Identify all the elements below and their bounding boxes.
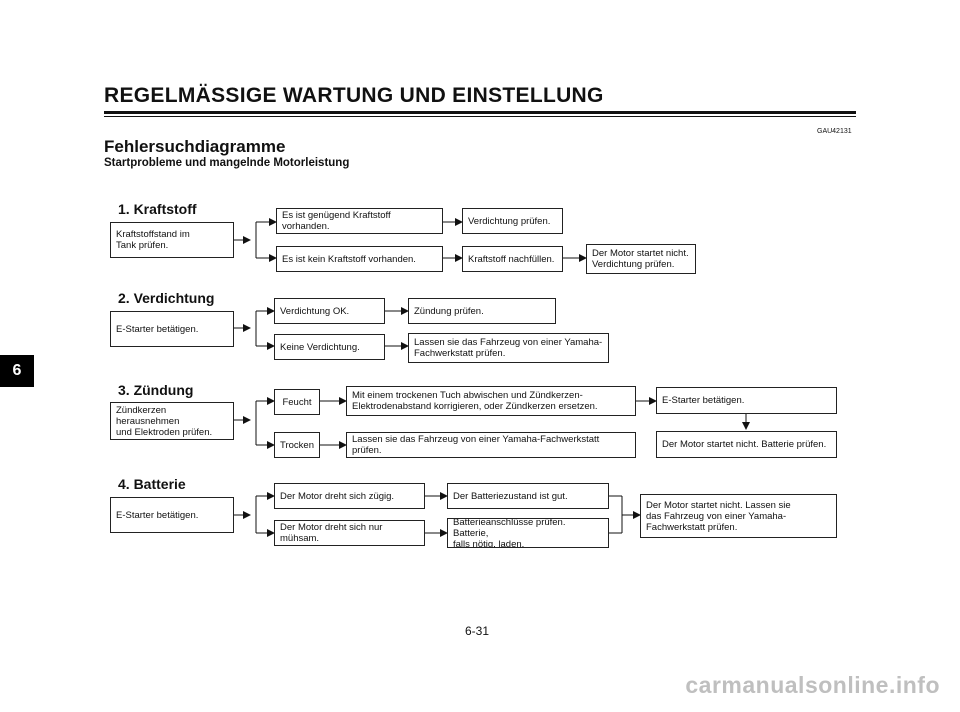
box-text-line: das Fahrzeug von einer Yamaha- xyxy=(646,510,787,522)
box-verdichtung-none: Keine Verdichtung. xyxy=(274,334,385,360)
box-text-line: falls nötig, laden. xyxy=(453,538,525,548)
box-zuendung-dry: Trocken xyxy=(274,432,320,458)
box-kraftstoff-yes: Es ist genügend Kraftstoff vorhanden. xyxy=(276,208,443,234)
header-rule-thin xyxy=(104,116,856,117)
box-batterie-slow: Der Motor dreht sich nur mühsam. xyxy=(274,520,425,546)
box-text-line: Verdichtung prüfen. xyxy=(592,259,675,270)
box-batterie-slow-next: Batterieanschlüsse prüfen. Batterie,fall… xyxy=(447,518,609,548)
box-text-line: Tank prüfen. xyxy=(116,240,169,251)
watermark: carmanualsonline.info xyxy=(685,672,940,698)
box-zuendung-wet-result: E-Starter betätigen. xyxy=(656,387,837,414)
box-batterie-fast: Der Motor dreht sich zügig. xyxy=(274,483,425,509)
header-rule-thick xyxy=(104,111,856,114)
box-text-line: Fachwerkstatt prüfen. xyxy=(414,348,506,359)
box-text: Keine Verdichtung. xyxy=(280,341,360,353)
box-text: Es ist kein Kraftstoff vorhanden. xyxy=(282,253,416,265)
box-text: Trocken xyxy=(280,439,314,451)
box-text: E-Starter betätigen. xyxy=(116,509,199,521)
box-text: Der Motor dreht sich nur mühsam. xyxy=(280,522,383,544)
box-text-line: Fachwerkstatt prüfen. xyxy=(646,521,738,533)
box-text: Verdichtung prüfen. xyxy=(468,215,551,227)
section-title-batterie: 4. Batterie xyxy=(118,476,186,492)
box-text: Der Batteriezustand ist gut. xyxy=(453,490,568,502)
box-verdichtung-none-next: Lassen sie das Fahrzeug von einer Yamaha… xyxy=(408,333,609,363)
box-verdichtung-ok-next: Zündung prüfen. xyxy=(408,298,556,324)
box-batterie-fast-next: Der Batteriezustand ist gut. xyxy=(447,483,609,509)
box-text: Es ist genügend Kraftstoff vorhanden. xyxy=(282,210,391,232)
section-title-zuendung: 3. Zündung xyxy=(118,382,194,398)
box-zuendung-dry-next: Lassen sie das Fahrzeug von einer Yamaha… xyxy=(346,432,636,458)
box-batterie-start: E-Starter betätigen. xyxy=(110,497,234,533)
box-text: Feucht xyxy=(282,396,312,408)
document-code: GAU42131 xyxy=(817,128,852,135)
box-zuendung-wet: Feucht xyxy=(274,389,320,415)
box-text: Der Motor startet nicht. Batterie prüfen… xyxy=(662,439,827,450)
box-text-line: Lassen sie das Fahrzeug von einer Yamaha… xyxy=(414,337,603,348)
box-text-line: Batterieanschlüsse prüfen. Batterie, xyxy=(453,518,566,539)
box-text-line: Zündkerzen herausnehmen xyxy=(116,404,180,427)
box-kraftstoff-yes-next: Verdichtung prüfen. xyxy=(462,208,563,234)
box-zuendung-final: Der Motor startet nicht. Batterie prüfen… xyxy=(656,431,837,458)
section-subheading: Startprobleme und mangelnde Motorleistun… xyxy=(104,157,350,169)
box-text-line: Mit einem trockenen Tuch abwischen und Z… xyxy=(352,390,583,401)
box-kraftstoff-no-result: Der Motor startet nicht.Verdichtung prüf… xyxy=(586,244,696,274)
box-kraftstoff-no-next: Kraftstoff nachfüllen. xyxy=(462,246,563,272)
page-header-title: REGELMÄSSIGE WARTUNG UND EINSTELLUNG xyxy=(104,84,604,107)
box-zuendung-wet-next: Mit einem trockenen Tuch abwischen und Z… xyxy=(346,386,636,416)
box-kraftstoff-no: Es ist kein Kraftstoff vorhanden. xyxy=(276,246,443,272)
box-text-line: Der Motor startet nicht. Lassen sie xyxy=(646,499,791,511)
box-text-line: Der Motor startet nicht. xyxy=(592,248,689,259)
section-title-verdichtung: 2. Verdichtung xyxy=(118,290,215,306)
page-number: 6-31 xyxy=(465,624,490,638)
box-text: Verdichtung OK. xyxy=(280,305,350,317)
box-text: Der Motor dreht sich zügig. xyxy=(280,490,395,502)
box-text: E-Starter betätigen. xyxy=(116,323,199,335)
box-text: Kraftstoff nachfüllen. xyxy=(468,253,555,265)
section-heading: Fehlersuchdiagramme xyxy=(104,137,286,156)
chapter-tab: 6 xyxy=(0,355,34,387)
box-text-line: Kraftstoffstand im xyxy=(116,229,190,240)
box-verdichtung-ok: Verdichtung OK. xyxy=(274,298,385,324)
box-text-line: und Elektroden prüfen. xyxy=(116,426,213,438)
box-text: E-Starter betätigen. xyxy=(662,395,745,406)
box-text: Lassen sie das Fahrzeug von einer Yamaha… xyxy=(352,434,600,456)
chapter-tab-number: 6 xyxy=(12,362,22,379)
section-title-kraftstoff: 1. Kraftstoff xyxy=(118,201,197,217)
box-text-line: Elektrodenabstand korrigieren, oder Zünd… xyxy=(352,401,598,412)
box-text: Zündung prüfen. xyxy=(414,305,484,317)
box-verdichtung-start: E-Starter betätigen. xyxy=(110,311,234,347)
